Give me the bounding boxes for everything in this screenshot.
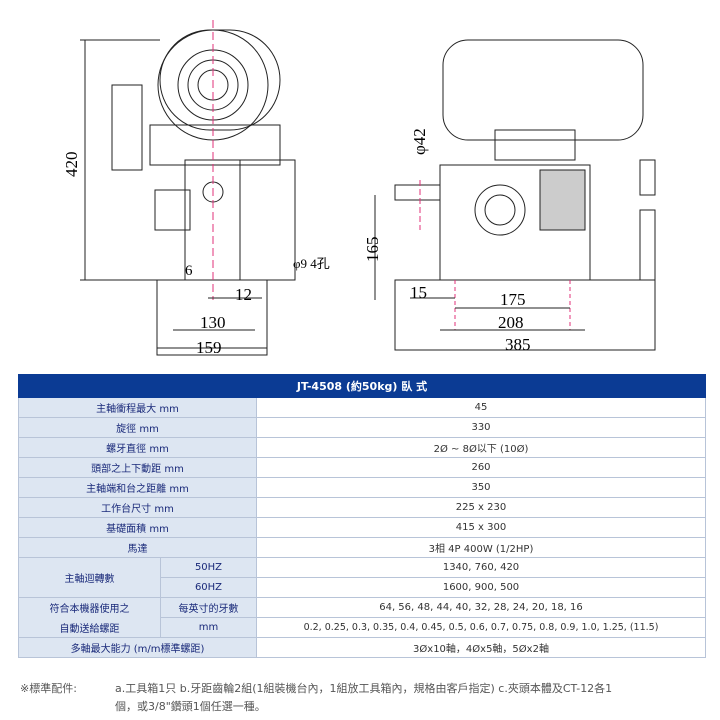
- notes-key: ※標準配件:: [20, 682, 77, 695]
- row-label: 自動送給螺距: [18, 617, 161, 638]
- row-label: 旋徑 mm: [18, 417, 257, 438]
- dim-130: 130: [200, 313, 226, 332]
- sub-label: 60HZ: [160, 577, 257, 598]
- row-value: 3相 4P 400W (1/2HP): [256, 537, 706, 558]
- machine-drawing: 420 6 12 φ9 4孔 130 159 φ42 165 15 175 20…: [62, 20, 656, 357]
- dim-6: 6: [185, 263, 193, 279]
- row-label: 工作台尺寸 mm: [18, 497, 257, 518]
- row-label: 主軸迴轉數: [18, 557, 161, 598]
- row-value: 45: [256, 397, 706, 418]
- dim-420: 420: [62, 152, 81, 178]
- dim-385: 385: [505, 335, 531, 354]
- row-value: 2Ø ~ 8Ø以下 (10Ø): [256, 437, 706, 458]
- row-value: 64, 56, 48, 44, 40, 32, 28, 24, 20, 18, …: [256, 597, 706, 618]
- row-label: 符合本機器使用之: [18, 597, 161, 618]
- row-value: 330: [256, 417, 706, 438]
- side-view: [374, 39, 656, 351]
- row-value: 350: [256, 477, 706, 498]
- row-label: 多軸最大能力 (m/m標準螺距): [18, 637, 257, 658]
- row-value: 3Øx10軸，4Øx5軸，5Øx2軸: [256, 637, 706, 658]
- table-row: 多軸最大能力 (m/m標準螺距)3Øx10軸，4Øx5軸，5Øx2軸: [18, 637, 706, 658]
- row-value: 260: [256, 457, 706, 478]
- dim-165: 165: [363, 237, 382, 263]
- sub-label: 每英寸的牙數: [160, 597, 257, 618]
- row-value: 415 x 300: [256, 517, 706, 538]
- front-view: [80, 20, 296, 356]
- dim-phi42: φ42: [410, 128, 429, 155]
- row-value: 1340, 760, 420: [256, 557, 706, 578]
- dim-159: 159: [196, 338, 222, 357]
- row-label: 主軸端和台之距離 mm: [18, 477, 257, 498]
- row-value: 0.2, 0.25, 0.3, 0.35, 0.4, 0.45, 0.5, 0.…: [256, 617, 706, 638]
- row-label: 馬達: [18, 537, 257, 558]
- dimension-labels: 420 6 12 φ9 4孔 130 159 φ42 165 15 175 20…: [62, 128, 531, 357]
- row-label: 螺牙直徑 mm: [18, 437, 257, 458]
- dim-12: 12: [235, 285, 252, 304]
- notes-line: a.工具箱1只 b.牙距齒輪2組(1組裝機台內，1組放工具箱內，規格由客戶指定)…: [115, 682, 613, 695]
- dim-175: 175: [500, 290, 526, 309]
- row-label: 主軸衝程最大 mm: [18, 397, 257, 418]
- sub-label: 50HZ: [160, 557, 257, 578]
- row-label: 基礎面積 mm: [18, 517, 257, 538]
- dim-hole: φ9 4孔: [293, 256, 330, 271]
- row-value: 225 x 230: [256, 497, 706, 518]
- row-label: 頭部之上下動距 mm: [18, 457, 257, 478]
- dim-208: 208: [498, 313, 524, 332]
- notes-line: 個，或3/8"鑽頭1個任選一種。: [115, 700, 266, 713]
- table-title: JT-4508 (約50kg) 臥 式: [18, 374, 706, 398]
- sub-label: mm: [160, 617, 257, 638]
- dim-15: 15: [410, 283, 427, 302]
- row-value: 1600, 900, 500: [256, 577, 706, 598]
